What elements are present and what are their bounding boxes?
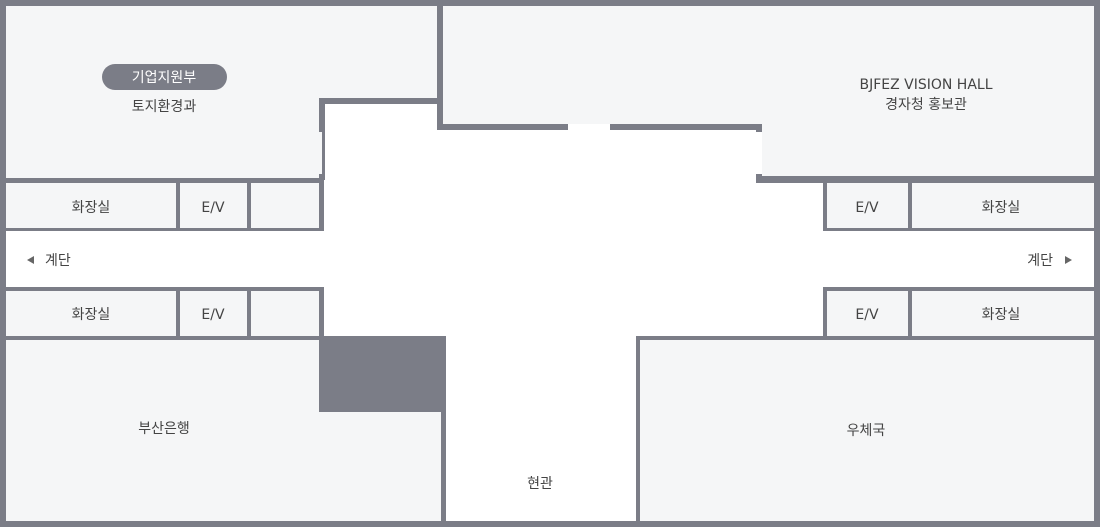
corridor-entrance-clear [446,336,636,521]
wall-top-right-step-h [756,178,1094,183]
wall-bottom-right-left [636,336,640,521]
wall-right-corridor-v-upper [823,178,827,231]
wall-right-sep-lower [908,291,912,336]
room-ev-bottom-left[interactable] [180,291,247,336]
room-top-right[interactable] [443,6,1094,124]
wall-left-corridor-v-mid [319,174,324,231]
room-bottom-left-ext [319,412,441,521]
ev-top-right-label: E/V [855,200,879,216]
restroom-top-right-label: 화장실 [982,200,1021,216]
wall-bottom-left-step-h [319,408,446,412]
wall-left-sep-2-lower [247,291,251,336]
room-restroom-bottom-right[interactable] [912,291,1094,336]
wall-left-sep-1-lower [176,291,180,336]
room-utility-top-left[interactable] [251,183,319,228]
wall-bottom-left-step-v [441,408,446,521]
room-ev-top-left[interactable] [180,183,247,228]
triangle-right-icon [1065,256,1072,264]
room-bottom-left-label: 부산은행 [138,421,190,437]
right-door-gap [756,132,762,174]
corridor-center-clear3 [323,231,640,336]
wall-left-services-mid-a [6,228,324,231]
corridor-right-clear [756,182,823,336]
wall-left-sep-1-upper [176,183,180,228]
corridor-right-stair-clear [823,231,1094,287]
wall-left-corridor-v-lower [319,287,324,412]
entrance-label: 현관 [527,476,553,492]
room-bottom-right[interactable] [640,340,1094,521]
wall-center-v-top [437,6,442,128]
wall-right-services-mid-a [823,228,1094,231]
room-ev-bottom-right[interactable] [827,291,908,336]
room-top-right-label-line2: 경자청 홍보관 [885,97,967,113]
wall-left-services-bottom [6,336,324,340]
top-door-gap [568,124,610,130]
wall-left-services-mid-b [6,287,324,291]
room-top-right-label-line1: BJFEZ VISION HALL [859,77,992,93]
wall-left-services-top [6,178,324,183]
restroom-top-left-label: 화장실 [72,200,111,216]
corridor-left-stair-clear [6,231,326,287]
wall-top-right-bottom-a [437,124,568,128]
wall-top-left-step-h [319,98,443,103]
restroom-bottom-left-label: 화장실 [72,307,111,323]
restroom-bottom-right-label: 화장실 [982,307,1021,323]
ev-bottom-right-label: E/V [855,307,879,323]
room-restroom-top-left[interactable] [6,183,176,228]
stairs-left-label: 계단 [45,253,71,269]
wall-right-services-mid-b [823,287,1094,291]
room-restroom-top-right[interactable] [912,183,1094,228]
wall-right-sep-upper [908,183,912,228]
room-utility-bottom-left[interactable] [251,291,319,336]
room-ev-top-right[interactable] [827,183,908,228]
wall-top-right-bottom-b [610,124,761,128]
ev-bottom-left-label: E/V [201,307,225,323]
room-bottom-left[interactable] [6,340,319,521]
stairs-right-label: 계단 [1027,253,1053,269]
wall-left-corridor-v-upper [319,98,324,132]
ev-top-left-label: E/V [201,200,225,216]
wall-right-corridor-v-lower [823,287,827,340]
wall-top-right-step-v [756,124,761,132]
room-top-right-ext [762,124,1094,178]
triangle-left-icon [27,256,34,264]
badge-label: 기업지원부 [132,70,197,86]
room-top-left-label: 토지환경과 [132,99,197,115]
wall-right-services-bottom [823,336,1094,340]
room-restroom-bottom-left[interactable] [6,291,176,336]
badge-background [102,64,227,90]
room-bottom-right-label: 우체국 [847,423,886,439]
wall-left-sep-2-upper [247,183,251,228]
